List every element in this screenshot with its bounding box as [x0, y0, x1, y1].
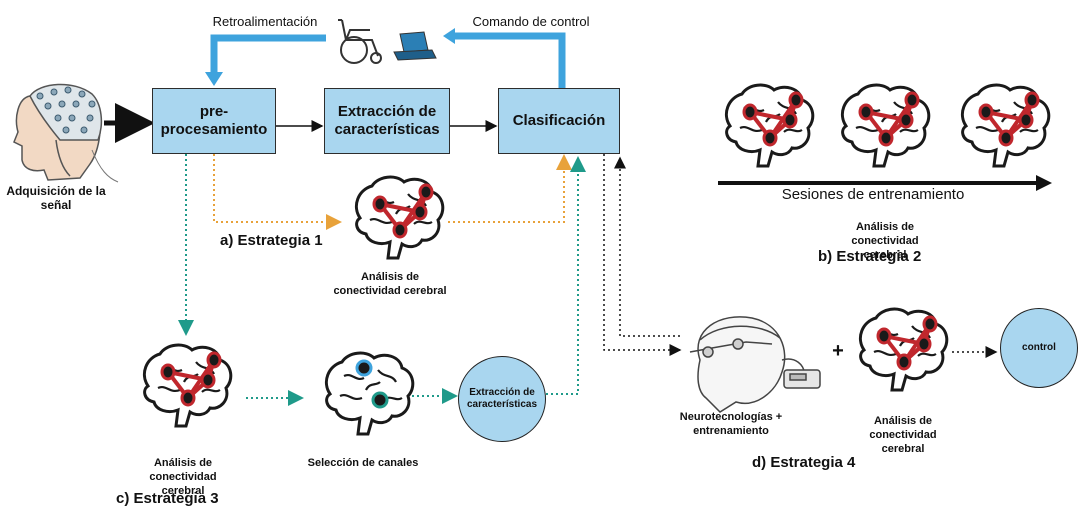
neurotech-headset-icon	[689, 316, 821, 413]
wheelchair-icon	[338, 19, 382, 64]
eeg-cap-head-icon	[13, 83, 119, 183]
control-command-label: Comando de control	[472, 14, 590, 29]
brain-icon	[726, 85, 812, 166]
laptop-icon	[393, 31, 437, 61]
brain-icon	[324, 351, 415, 436]
plus-sign: +	[832, 340, 844, 362]
brain-icon	[962, 85, 1048, 166]
feature-extraction-circle: Extracción de características	[458, 356, 546, 442]
strategy-2-title: b) Estrategia 2	[818, 248, 922, 265]
brain-icon	[860, 309, 946, 390]
channel-selection-label: Selección de canales	[307, 457, 419, 469]
feedback-label: Retroalimentación	[212, 14, 318, 29]
strategy1-path-out	[448, 154, 572, 223]
control-command-arrow	[450, 32, 566, 88]
preprocessing-block: pre- procesamiento	[152, 88, 276, 154]
connectivity-label-3: Análisis de conectividad cerebral	[149, 457, 217, 497]
connectivity-label-2: Análisis de conectividad cerebral	[851, 221, 919, 261]
strategy-3-title: c) Estrategia 3	[116, 490, 219, 507]
control-circle: control	[1000, 308, 1078, 388]
brain-icon	[842, 85, 928, 166]
strategy3-path-up	[546, 156, 586, 395]
neurotech-label: Neurotecnologías + entrenamiento	[679, 411, 783, 437]
brain-icon	[356, 177, 442, 258]
connectivity-label-1: Análisis de conectividad cerebral	[333, 271, 447, 297]
feature-extraction-block: Extracción de características	[324, 88, 450, 154]
training-sessions-label: Sesiones de entrenamiento	[781, 186, 965, 203]
strategy-1-title: a) Estrategia 1	[220, 232, 323, 249]
connectivity-label-4: Análisis de conectividad cerebral	[869, 415, 937, 455]
strategy4-path-in	[614, 156, 680, 337]
strategy-4-title: d) Estrategia 4	[752, 454, 856, 471]
brain-icon	[144, 345, 230, 426]
classification-block: Clasificación	[498, 88, 620, 154]
feedback-arrow	[210, 34, 326, 78]
acquisition-label: Adquisición de la señal	[6, 184, 106, 212]
strategy4-path-out	[603, 154, 682, 356]
strategy1-path-in	[213, 154, 342, 230]
